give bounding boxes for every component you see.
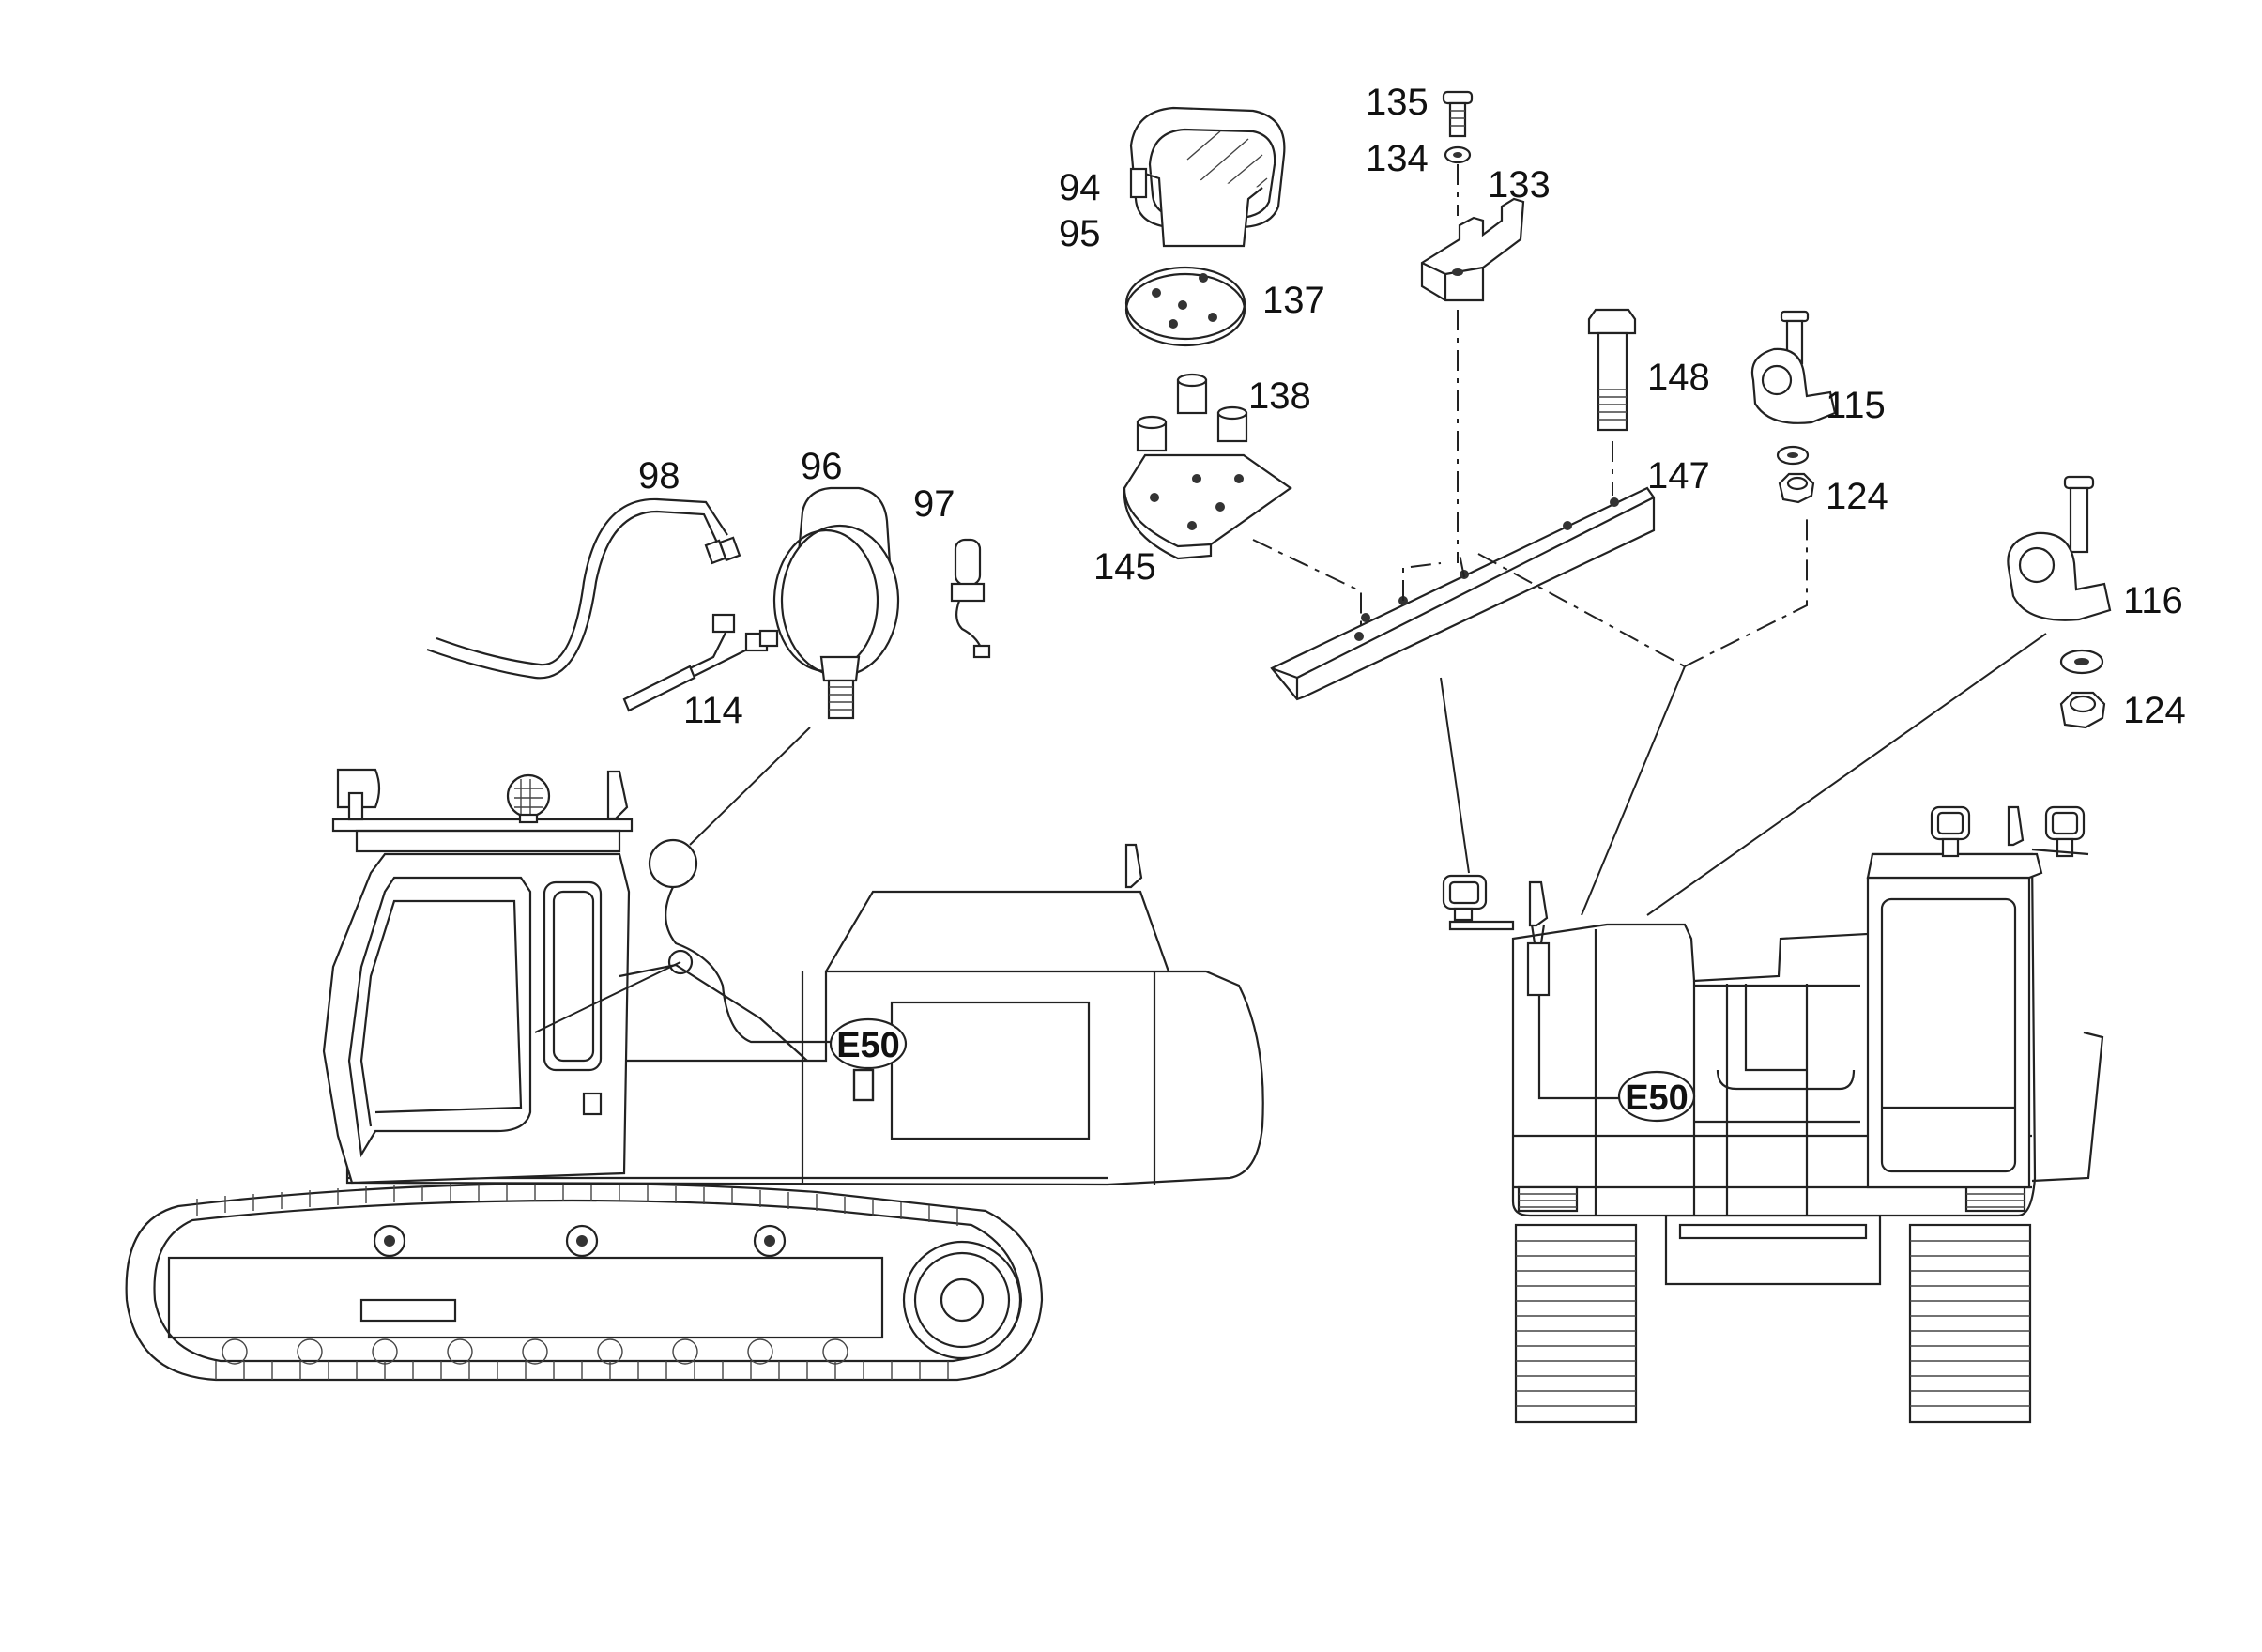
roof-guard bbox=[331, 818, 634, 833]
part-114-connector bbox=[622, 613, 779, 712]
callout-114: 114 bbox=[683, 690, 743, 731]
bottom-rollers bbox=[222, 1338, 848, 1365]
callout-94: 94 bbox=[1059, 167, 1101, 208]
e50-tag-rear: E50 bbox=[1617, 1070, 1696, 1123]
callout-labels: 98 96 97 114 94 95 137 138 145 135 134 1… bbox=[638, 82, 2186, 731]
track-side bbox=[125, 1182, 1044, 1382]
rear-cab bbox=[1866, 876, 2031, 1189]
callout-148: 148 bbox=[1647, 357, 1710, 398]
e50-side-text: E50 bbox=[836, 1026, 900, 1065]
part-134-washer bbox=[1444, 145, 1472, 164]
callout-116: 116 bbox=[2123, 580, 2183, 621]
callout-147: 147 bbox=[1647, 455, 1710, 497]
e50-tag-side: E50 bbox=[829, 1017, 908, 1070]
part-115-clamp bbox=[1750, 310, 1837, 424]
part-138-spacers bbox=[1136, 373, 1248, 452]
part-116-clamp bbox=[2007, 475, 2112, 621]
rear-track-left bbox=[1514, 1223, 1638, 1424]
part-145-mount-plate bbox=[1123, 453, 1292, 560]
callout-134: 134 bbox=[1366, 138, 1429, 179]
callout-135: 135 bbox=[1366, 82, 1429, 123]
callout-124-lower: 124 bbox=[2123, 690, 2186, 731]
mounted-light-96 bbox=[648, 838, 831, 1044]
e50-rear-text: E50 bbox=[1625, 1078, 1689, 1118]
callout-145: 145 bbox=[1093, 546, 1156, 588]
part-97-bulb bbox=[950, 538, 991, 659]
rear-roof-lights bbox=[1930, 805, 2089, 858]
rear-track-right bbox=[1908, 1223, 2032, 1424]
callout-124-upper: 124 bbox=[1826, 476, 1888, 517]
callout-137: 137 bbox=[1262, 280, 1325, 321]
assembly-lines bbox=[1252, 164, 1808, 667]
part-133-block bbox=[1420, 197, 1525, 302]
callout-96: 96 bbox=[801, 446, 843, 487]
excavator-rear-view bbox=[1442, 805, 2104, 1424]
part-148-bolt bbox=[1587, 308, 1637, 432]
top-rollers bbox=[373, 1224, 787, 1258]
part-135-bolt bbox=[1442, 90, 1474, 138]
track-frame bbox=[167, 1256, 884, 1339]
rear-side-light-94 bbox=[1442, 874, 1628, 1100]
callout-97: 97 bbox=[913, 483, 955, 525]
cab bbox=[322, 852, 631, 1185]
roof-work-lights bbox=[336, 768, 629, 824]
callout-138: 138 bbox=[1248, 375, 1311, 417]
part-98-wire bbox=[426, 497, 741, 680]
part-94-95-rect-light bbox=[1129, 106, 1286, 248]
track-pads bbox=[196, 1184, 958, 1380]
part-96-round-light bbox=[689, 486, 900, 846]
part-124-lower bbox=[2059, 649, 2106, 729]
callout-95: 95 bbox=[1059, 213, 1101, 254]
leader-lines bbox=[1440, 633, 2047, 916]
callout-133: 133 bbox=[1488, 164, 1551, 206]
drive-sprocket bbox=[902, 1240, 1022, 1360]
excavator-side-view bbox=[125, 768, 1264, 1382]
part-124-upper bbox=[1776, 445, 1815, 504]
part-137-plate bbox=[1124, 266, 1246, 347]
callout-115: 115 bbox=[1826, 385, 1886, 426]
callout-98: 98 bbox=[638, 455, 680, 497]
side-panel bbox=[890, 1001, 1091, 1140]
part-147-angle-bar bbox=[1270, 486, 1656, 701]
